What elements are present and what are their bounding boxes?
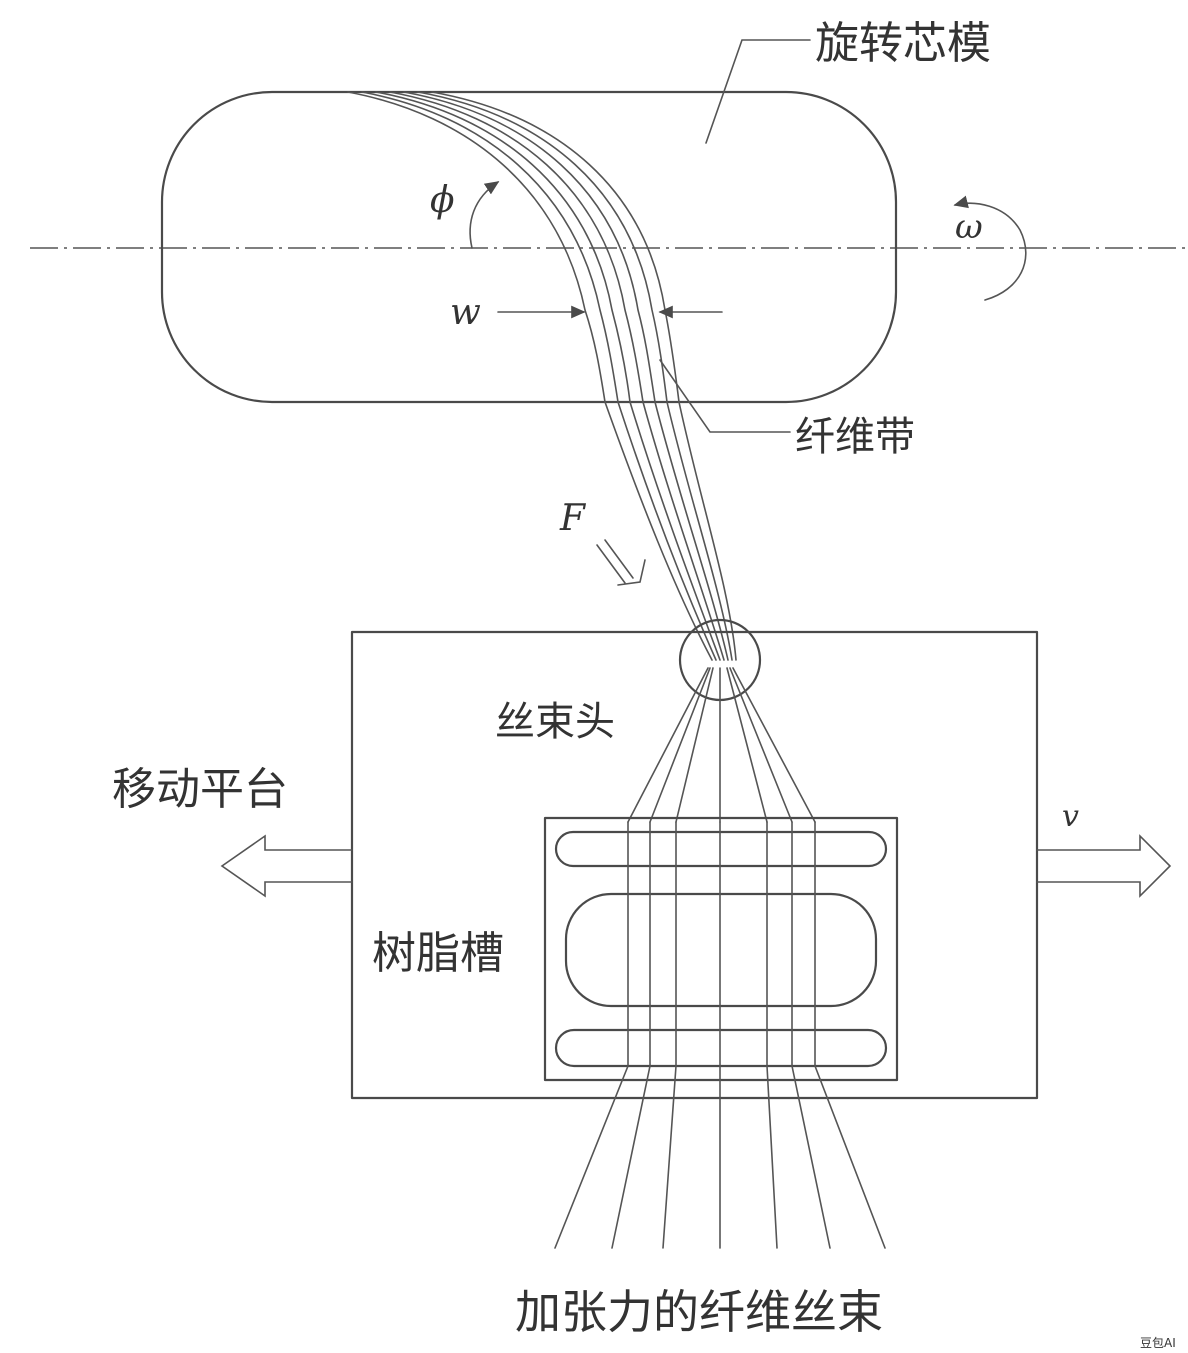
width-label: w: [450, 292, 481, 333]
velocity-label: v: [1062, 799, 1079, 834]
tensioned-tows: [554, 1065, 886, 1249]
force-label: F: [559, 498, 587, 539]
platform-label: 移动平台: [112, 764, 288, 815]
mandrel-leader-line: [705, 39, 811, 144]
resin-tank-bottom-roller: [554, 1028, 888, 1068]
phi-angle-arc: [469, 181, 500, 249]
fiber-band: [347, 91, 737, 661]
resin-tank-label: 树脂槽: [372, 928, 504, 979]
phi-label: ϕ: [430, 180, 455, 221]
fiber-band-label: 纤维带: [795, 414, 915, 460]
omega-rotation-arrow: [953, 195, 1027, 301]
omega-label: ω: [955, 207, 983, 247]
platform-right-arrow: [1036, 834, 1172, 898]
moving-platform: [350, 630, 1039, 1100]
bundle-head-label: 丝束头: [495, 699, 615, 745]
resin-tank-top-roller: [554, 830, 888, 868]
resin-tank-bath: [564, 892, 878, 1008]
tows-head-to-tank: [627, 667, 816, 823]
watermark: 豆包AI: [1140, 1336, 1176, 1350]
platform-left-arrow: [220, 834, 353, 898]
tensioned-tows-label: 加张力的纤维丝束: [515, 1285, 883, 1339]
force-double-arrow: [596, 539, 646, 586]
mandrel-label: 旋转芯模: [815, 18, 991, 69]
rotating-mandrel: [160, 90, 898, 404]
resin-tank: [543, 816, 899, 1082]
fiber-band-leader-line: [659, 359, 791, 433]
tows-through-tank: [627, 821, 816, 1067]
